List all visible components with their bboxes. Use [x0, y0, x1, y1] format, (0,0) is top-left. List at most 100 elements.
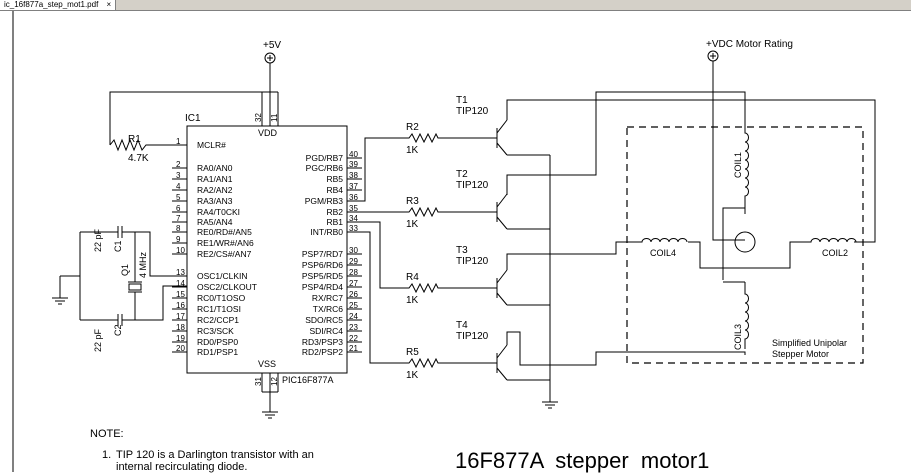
ic-pin-name: PSP4/RD4: [302, 282, 343, 292]
ic-pin-number: 4: [176, 182, 181, 191]
resistor-ref: R3: [406, 196, 419, 207]
vss-pin-number: 12: [270, 377, 279, 386]
vcc-supply-symbol: [264, 52, 276, 92]
c1-ref: C1: [113, 240, 123, 252]
motor-common-wire: [712, 61, 745, 241]
ic-pin-name: RA1/AN1: [197, 174, 233, 184]
vcc-label: +5V: [263, 40, 281, 51]
transistor-value: TIP120: [456, 256, 489, 267]
document-tab-title: ic_16f877a_step_mot1.pdf: [4, 0, 99, 9]
ic-right-pins: 40PGD/RB739PGC/RB638RB537RB436PGM/RB335R…: [302, 150, 362, 357]
ic-pin-number: 24: [349, 312, 358, 321]
motor-outline: [626, 126, 864, 364]
ic-pin-name: RB1: [326, 217, 343, 227]
transistor-ref: T2: [456, 169, 468, 180]
transistor-emitter: [496, 292, 508, 306]
ic-pin-name: RD0/PSP0: [197, 337, 238, 347]
diagram-title: 16F877A stepper motor1: [455, 448, 710, 473]
ic-pin-name: PSP6/RD6: [302, 260, 343, 270]
ic-pin-number: 27: [349, 279, 358, 288]
ic-pin-name: RD1/PSP1: [197, 347, 238, 357]
ic-pin-name: PGD/RB7: [306, 153, 344, 163]
ic-pin-number: 36: [349, 193, 358, 202]
vdd-pin-number: 11: [270, 113, 279, 122]
coil2-label: COIL2: [822, 248, 848, 258]
driver-stages: R21KT1TIP120R31KT2TIP120R41KT3TIP120R51K…: [405, 95, 550, 381]
ic-pin-name: RE0/RD#/AN5: [197, 227, 252, 237]
ic-pin-number: 9: [176, 235, 181, 244]
resistor-ref: R2: [406, 122, 419, 133]
ic-pin-number: 20: [176, 344, 185, 353]
coil4-drive-wire: [506, 241, 638, 270]
ic-pin-name: RC1/T1OSI: [197, 304, 241, 314]
ic-pin-number: 7: [176, 214, 181, 223]
note-item-number: 1.: [102, 449, 112, 461]
ic-pin-number: 17: [176, 312, 185, 321]
ic-pin-name: RD2/PSP2: [302, 347, 343, 357]
close-icon[interactable]: ×: [106, 0, 112, 9]
ic-pin-number: 26: [349, 290, 358, 299]
ic-pin-number: 37: [349, 182, 358, 191]
ic-pin-name: RB2: [326, 207, 343, 217]
ic-pin-number: 21: [349, 344, 358, 353]
ic-pin-number: 29: [349, 257, 358, 266]
ic-pin-number: 6: [176, 204, 181, 213]
coil1-winding: [744, 128, 749, 214]
ground-symbol: [52, 297, 68, 305]
ic-pin-name: TX/RC6: [313, 304, 344, 314]
coil3-label: COIL3: [733, 324, 743, 350]
coil2-drive-wire: [506, 99, 876, 243]
note-line-2: internal recirculating diode.: [116, 461, 248, 473]
transistor-value: TIP120: [456, 106, 489, 117]
coil3-winding: [744, 282, 749, 349]
ic-pin-number: 30: [349, 246, 358, 255]
transistor-collector: [496, 193, 508, 208]
osc1-wire: [125, 231, 187, 277]
ic-pin-number: 1: [176, 137, 181, 146]
ic-pin-name: RA3/AN3: [197, 196, 233, 206]
ic-pin-number: 28: [349, 268, 358, 277]
transistor-value: TIP120: [456, 180, 489, 191]
coil1-label: COIL1: [733, 152, 743, 178]
ic-pin-name: RX/RC7: [312, 293, 343, 303]
base-resistor: [405, 282, 497, 294]
document-tab[interactable]: ic_16f877a_step_mot1.pdf ×: [0, 0, 117, 10]
osc2-wire: [125, 285, 187, 321]
resistor-value: 1K: [406, 370, 419, 381]
ic-pin-name: RC0/T1OSO: [197, 293, 246, 303]
ic-pin-name: RE2/CS#/AN7: [197, 249, 252, 259]
base-resistor: [405, 206, 497, 218]
ic-pin-number: 3: [176, 171, 181, 180]
ic-pin-name: RD3/PSP3: [302, 337, 343, 347]
base-resistor: [405, 357, 497, 369]
note-heading: NOTE:: [90, 428, 124, 440]
document-tab-bar: ic_16f877a_step_mot1.pdf ×: [0, 0, 911, 11]
motor-supply-label: +VDC Motor Rating: [706, 39, 793, 50]
c2-value: 22 pF: [93, 328, 103, 352]
ic-pin-number: 13: [176, 268, 185, 277]
ic-pin-name: OSC2/CLKOUT: [197, 282, 257, 292]
coil2-winding: [808, 238, 857, 243]
ic-pin-number: 19: [176, 334, 185, 343]
motor-label-line1: Simplified Unipolar: [772, 338, 847, 348]
ic-pin-number: 23: [349, 323, 358, 332]
r1-resistor: [109, 138, 187, 152]
ic-pin-number: 33: [349, 224, 358, 233]
ic-part-label: PIC16F877A: [282, 375, 334, 385]
motor-rotor: [734, 231, 756, 253]
ic-vss-label: VSS: [258, 359, 276, 369]
vdd-pin-number: 32: [254, 113, 263, 122]
r1-value: 4.7K: [128, 153, 149, 164]
vss-pin-number: 31: [254, 377, 263, 386]
base-resistor: [405, 132, 497, 144]
transistor-emitter: [496, 367, 508, 381]
transistor-collector: [496, 119, 508, 134]
ic-pin-name: PSP5/RD5: [302, 271, 343, 281]
rb0-drive-wire: [347, 231, 405, 364]
motor-supply-symbol: [707, 50, 719, 62]
c2-ref: C2: [113, 324, 123, 336]
